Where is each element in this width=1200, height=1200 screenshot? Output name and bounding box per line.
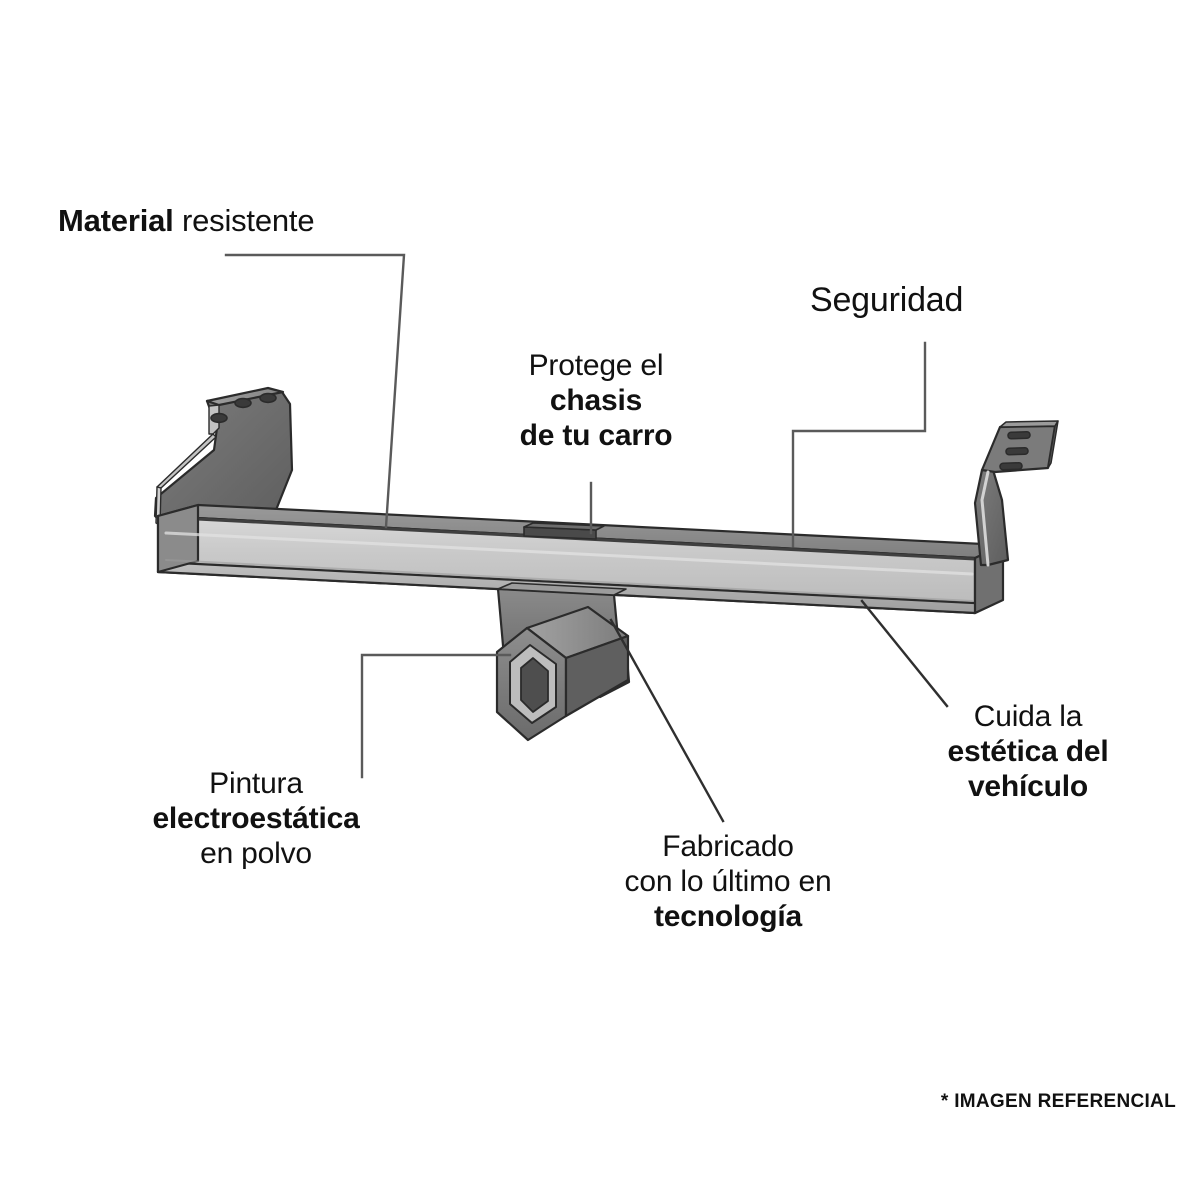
leader-estetica [860,599,949,708]
callout-material-bold: Material [58,203,174,238]
receiver-tube-assembly [495,582,631,742]
leader-seguridad [791,341,927,548]
right-mounting-bracket [973,420,1059,567]
left-mounting-bracket [153,386,294,531]
callout-material-regular: resistente [173,203,315,238]
callout-seguridad: Seguridad [810,281,963,320]
callout-fabricado-line1: Fabricado [662,830,794,863]
callout-fabricado-line3: tecnología [653,899,802,933]
callout-estetica-line3: vehículo [967,769,1089,803]
callout-pintura-line2: electroestática [152,801,360,835]
leader-fabricado [609,618,725,823]
leader-pintura [360,653,512,779]
callout-pintura-line3: en polvo [200,836,312,870]
leader-material [224,253,406,529]
callout-chasis-line2: chasis [549,383,643,417]
hitch-crossbar [156,503,1005,615]
callout-estetica-line1: Cuida la [973,700,1083,733]
callout-fabricado-tecnologia: Fabricado con lo último en tecnología [578,830,878,934]
callout-material-resistente: Material resistente [58,203,315,239]
callout-chasis-line1: Protege el [528,349,664,382]
callout-pintura-line1: Pintura [209,767,303,800]
callout-chasis-line3: de tu carro [519,418,673,452]
callout-pintura-electroestatica: Pintura electroestática en polvo [106,767,406,871]
callout-fabricado-line2: con lo último en [624,864,832,898]
callout-cuida-estetica: Cuida la estética del vehículo [913,700,1143,804]
callout-estetica-line2: estética del [947,734,1109,768]
reference-image-disclaimer: * IMAGEN REFERENCIAL [940,1091,1176,1112]
center-top-tab [523,522,605,540]
callout-seguridad-text: Seguridad [810,281,964,319]
callout-protege-chasis: Protege el chasis de tu carro [490,349,702,453]
